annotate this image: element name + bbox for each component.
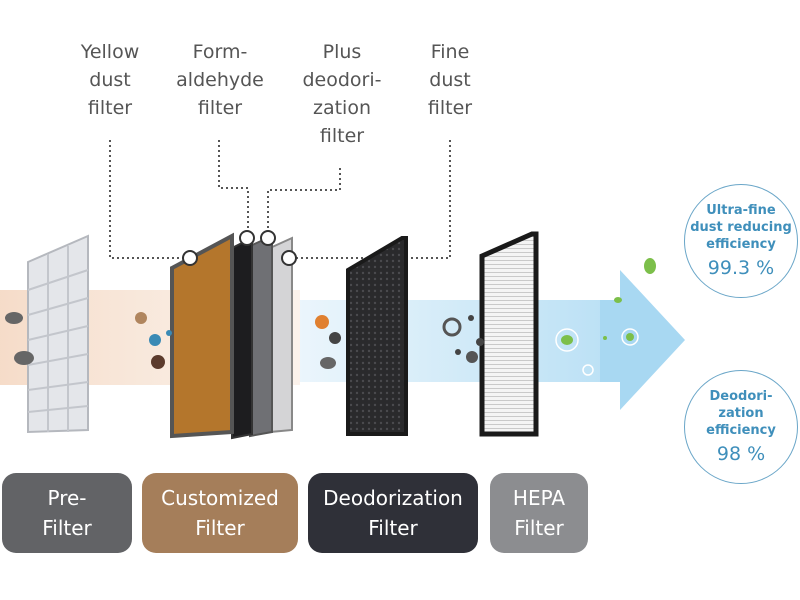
callout-fine-dust: Fine dust filter (418, 38, 482, 122)
efficiency-label: dust reducing (690, 219, 792, 235)
layer-plus (269, 236, 293, 434)
badge-line: Filter (514, 516, 564, 540)
efficiency-value: 99.3 % (707, 256, 775, 279)
efficiency-label: zation (718, 405, 764, 421)
hepa-panel (479, 231, 539, 437)
callout-line: filter (87, 97, 133, 119)
deodorization-panel (346, 236, 408, 436)
callout-line: dust (429, 69, 471, 91)
badge-line: Deodorization (323, 486, 463, 510)
efficiency-label: efficiency (706, 236, 776, 252)
badge-line: HEPA (512, 486, 566, 510)
efficiency-label: Ultra-fine (706, 202, 776, 218)
pre-filter-panel (27, 234, 89, 434)
badge-line: Filter (368, 516, 418, 540)
particles (5, 312, 484, 369)
efficiency-value: 98 % (716, 442, 766, 465)
callout-line: dust (89, 69, 131, 91)
badge-pre-filter: Pre- Filter (2, 473, 132, 553)
efficiency-ultra-fine: Ultra-fine dust reducing efficiency 99.3… (684, 184, 798, 298)
callout-line: zation (312, 97, 371, 119)
layer-carbon (231, 236, 253, 440)
efficiency-label: Deodori- (709, 388, 773, 404)
badge-line: Filter (42, 516, 92, 540)
callout-line: Yellow (80, 41, 140, 63)
layer-formaldehyde (249, 234, 273, 438)
callout-plus-deodorization: Plus deodori- zation filter (290, 38, 394, 150)
callout-line: Fine (430, 41, 470, 63)
callout-line: aldehyde (176, 69, 264, 91)
badge-hepa-filter: HEPA Filter (490, 473, 588, 553)
callout-line: filter (197, 97, 243, 119)
callout-line: filter (319, 125, 365, 147)
efficiency-label: efficiency (706, 422, 776, 438)
airflow-arrow (600, 270, 685, 410)
callout-formaldehyde: Form- aldehyde filter (168, 38, 272, 122)
callout-line: Form- (192, 41, 248, 63)
efficiency-deodorization: Deodori- zation efficiency 98 % (684, 370, 798, 484)
badge-line: Customized (161, 486, 279, 510)
callout-line: filter (427, 97, 473, 119)
badge-line: Filter (195, 516, 245, 540)
leaves (561, 258, 656, 345)
badge-customized-filter: Customized Filter (142, 473, 298, 553)
badge-line: Pre- (47, 486, 87, 510)
badge-deodorization-filter: Deodorization Filter (308, 473, 478, 553)
layer-yellow-dust (170, 232, 234, 439)
callout-yellow-dust: Yellow dust filter (70, 38, 150, 122)
callout-line: deodori- (302, 69, 382, 91)
callout-line: Plus (322, 41, 362, 63)
